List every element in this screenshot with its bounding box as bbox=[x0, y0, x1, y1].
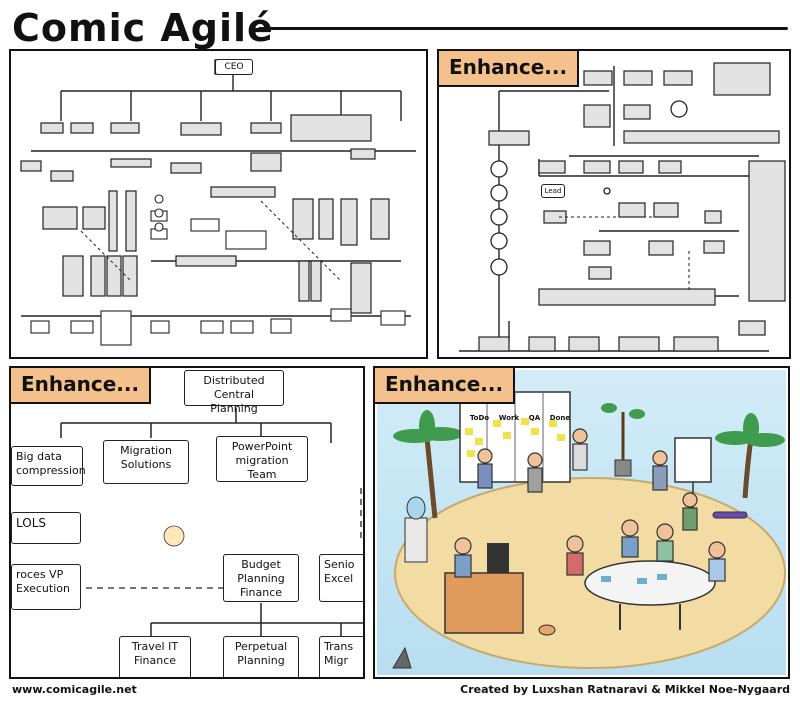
shark-fin-icon bbox=[392, 646, 412, 669]
box-senior-excel: Senio Excel bbox=[319, 554, 363, 602]
panel-enhance-1: Enhance... bbox=[437, 49, 791, 359]
ceo-box: CEO bbox=[215, 59, 253, 75]
website-link[interactable]: www.comicagile.net bbox=[12, 683, 137, 696]
box-migration: Migration Solutions bbox=[103, 440, 189, 484]
water-cooler-icon bbox=[404, 496, 428, 563]
panel-enhance-2: Enhance... Distributed Central Planning … bbox=[9, 366, 365, 679]
box-big-data: Big data compression bbox=[11, 446, 86, 486]
lead-box: Lead bbox=[541, 184, 565, 198]
shell-icon bbox=[538, 624, 556, 636]
box-budget-planning: Budget Planning Finance bbox=[223, 554, 299, 602]
zoomed-org-chart bbox=[459, 62, 786, 352]
team-people bbox=[454, 428, 726, 582]
enhance-tag-2: Enhance... bbox=[11, 368, 152, 404]
palm-tree-right-icon bbox=[742, 437, 754, 499]
box-travel-it: Travel IT Finance bbox=[119, 636, 191, 677]
panel-enhance-island: Enhance... bbox=[373, 366, 790, 679]
box-distributed-planning: Distributed Central Planning bbox=[184, 370, 284, 415]
kanban-col-work: Work bbox=[498, 414, 520, 422]
kanban-board bbox=[459, 391, 571, 483]
kanban-col-qa: QA bbox=[528, 414, 541, 422]
box-powerpoint: PowerPoint migration Team bbox=[216, 436, 308, 482]
box-trans-migr: Trans Migr bbox=[319, 636, 363, 677]
enhance-tag-3: Enhance... bbox=[375, 368, 516, 404]
credits: Created by Luxshan Ratnaravi & Mikkel No… bbox=[460, 683, 790, 696]
kanban-col-todo: ToDo bbox=[469, 414, 490, 422]
enhance-tag-1: Enhance... bbox=[439, 51, 580, 87]
potted-plant-icon bbox=[601, 403, 645, 477]
round-table bbox=[584, 560, 716, 630]
org-chart-drawing bbox=[20, 59, 416, 346]
box-lols: LOLS bbox=[11, 512, 81, 544]
panel-org-chart: CEO bbox=[9, 49, 428, 359]
island-scene bbox=[392, 391, 786, 669]
box-process-vp: roces VP Execution bbox=[11, 564, 81, 610]
title-rule bbox=[258, 27, 788, 30]
palm-tree-left-icon bbox=[424, 437, 438, 519]
desk-with-computer bbox=[444, 543, 524, 634]
kanban-col-done: Done bbox=[549, 414, 571, 422]
box-perpetual-planning: Perpetual Planning bbox=[223, 636, 299, 677]
skateboard-icon bbox=[712, 511, 748, 519]
flipchart bbox=[674, 437, 712, 508]
zoomed-boxes-lines bbox=[60, 408, 363, 636]
comic-title: Comic Agilé bbox=[12, 6, 274, 50]
kanban-header: ToDo Work QA Done bbox=[465, 414, 575, 428]
